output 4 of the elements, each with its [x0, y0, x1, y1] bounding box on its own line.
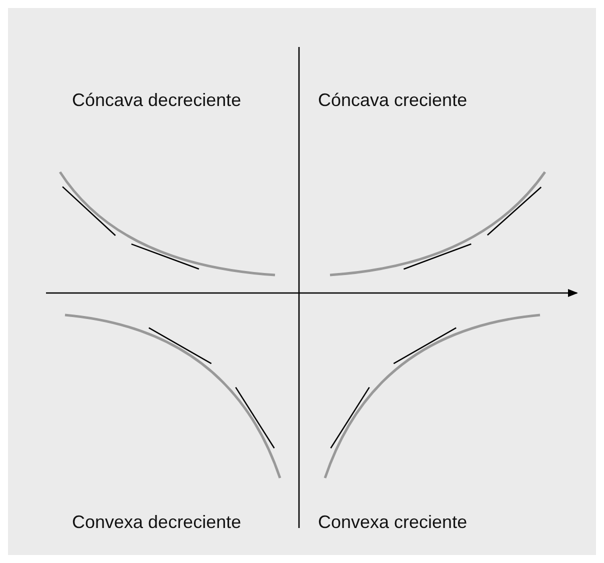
quadrant-label: Convexa creciente	[318, 511, 468, 533]
quadrant-label: Convexa decreciente	[72, 511, 242, 533]
quadrant-label: Cóncava creciente	[318, 89, 468, 111]
quadrant-label: Cóncava decreciente	[72, 89, 242, 111]
